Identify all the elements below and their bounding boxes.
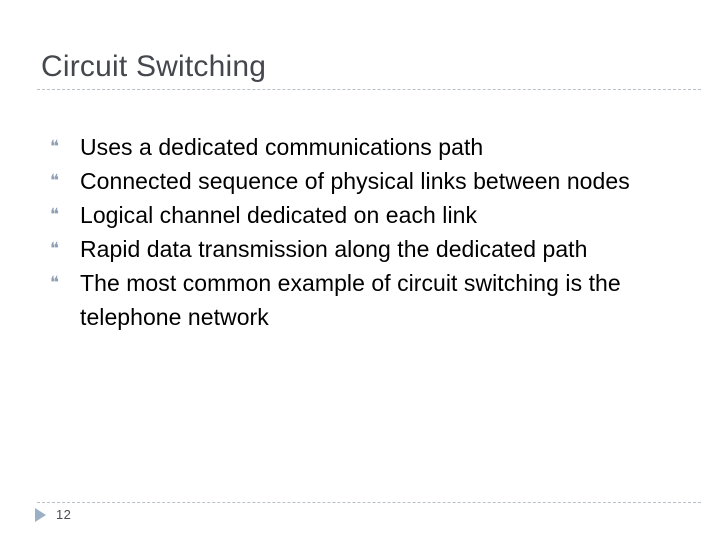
bullet-marker-icon: ❝ [50,205,60,225]
bullet-marker-icon: ❝ [50,273,60,293]
play-triangle-icon [35,508,46,522]
list-item: ❝ The most common example of circuit swi… [50,266,700,334]
list-item: ❝ Rapid data transmission along the dedi… [50,232,700,266]
bullet-marker-icon: ❝ [50,171,60,191]
list-item: ❝ Logical channel dedicated on each link [50,198,700,232]
list-item-label: Logical channel dedicated on each link [80,202,478,228]
footer-divider [37,502,701,503]
list-item: ❝ Connected sequence of physical links b… [50,164,700,198]
bullet-list: ❝ Uses a dedicated communications path ❝… [50,130,700,334]
list-item-label: Uses a dedicated communications path [80,134,484,160]
list-item-label: Rapid data transmission along the dedica… [80,236,588,262]
bullet-marker-icon: ❝ [50,137,60,157]
bullet-marker-icon: ❝ [50,239,60,259]
list-item-label: The most common example of circuit switc… [80,270,621,330]
title-divider [37,89,701,90]
page-title: Circuit Switching [41,50,267,83]
list-item: ❝ Uses a dedicated communications path [50,130,700,164]
page-number: 12 [56,507,72,522]
list-item-label: Connected sequence of physical links bet… [80,168,630,194]
